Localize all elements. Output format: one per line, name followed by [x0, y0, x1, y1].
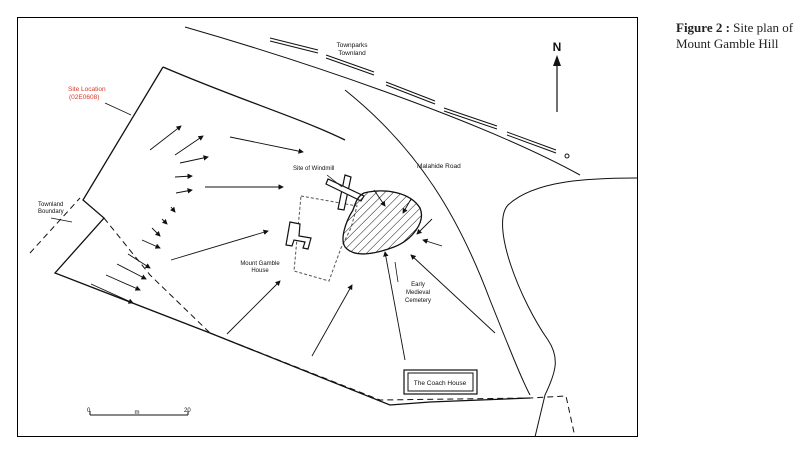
scale-end-label: 20 [184, 408, 191, 414]
site-location-label: Site Location [68, 86, 106, 93]
mount-gamble-label-2: House [251, 268, 269, 274]
cemetery-label-2: Medieval [406, 290, 430, 296]
figure-caption: Figure 2 : Site plan of Mount Gamble Hil… [676, 20, 794, 52]
coach-house-outer [403, 369, 478, 395]
scale-unit-label: m [135, 410, 140, 416]
windmill-label: Site of Windmill [293, 166, 334, 172]
side-road [502, 177, 639, 438]
malahide-road-label: Malahide Road [417, 163, 461, 170]
townland-label: Townland [338, 50, 366, 57]
slope-arrows [90, 125, 496, 361]
leader-lines [50, 102, 399, 283]
cemetery-label-3: Cemetery [405, 298, 431, 304]
townland-boundary-road [269, 37, 570, 159]
north-arrow: N [553, 40, 562, 112]
mount-gamble-label: Mount Gamble [240, 261, 280, 267]
coach-house-inner [407, 372, 474, 392]
townland-boundary-label: Townland [38, 202, 63, 208]
road-edges [184, 26, 581, 396]
townparks-label: Townparks [336, 42, 368, 49]
coach-house-label: The Coach House [414, 380, 467, 387]
townland-boundary-label-2: Boundary [38, 209, 64, 215]
cemetery-label-1: Early [411, 282, 425, 288]
figure-caption-text: Site plan of Mount Gamble Hill [676, 20, 794, 51]
cemetery-area [342, 190, 422, 255]
scale-bar [89, 411, 189, 416]
townland-boundary-line [29, 197, 576, 438]
north-label: N [553, 40, 562, 54]
scale-start-label: 0 [87, 408, 91, 414]
figure-number: Figure 2 : [676, 20, 730, 35]
site-plan-frame [17, 17, 638, 437]
site-location-code: (02E0608) [69, 94, 99, 101]
